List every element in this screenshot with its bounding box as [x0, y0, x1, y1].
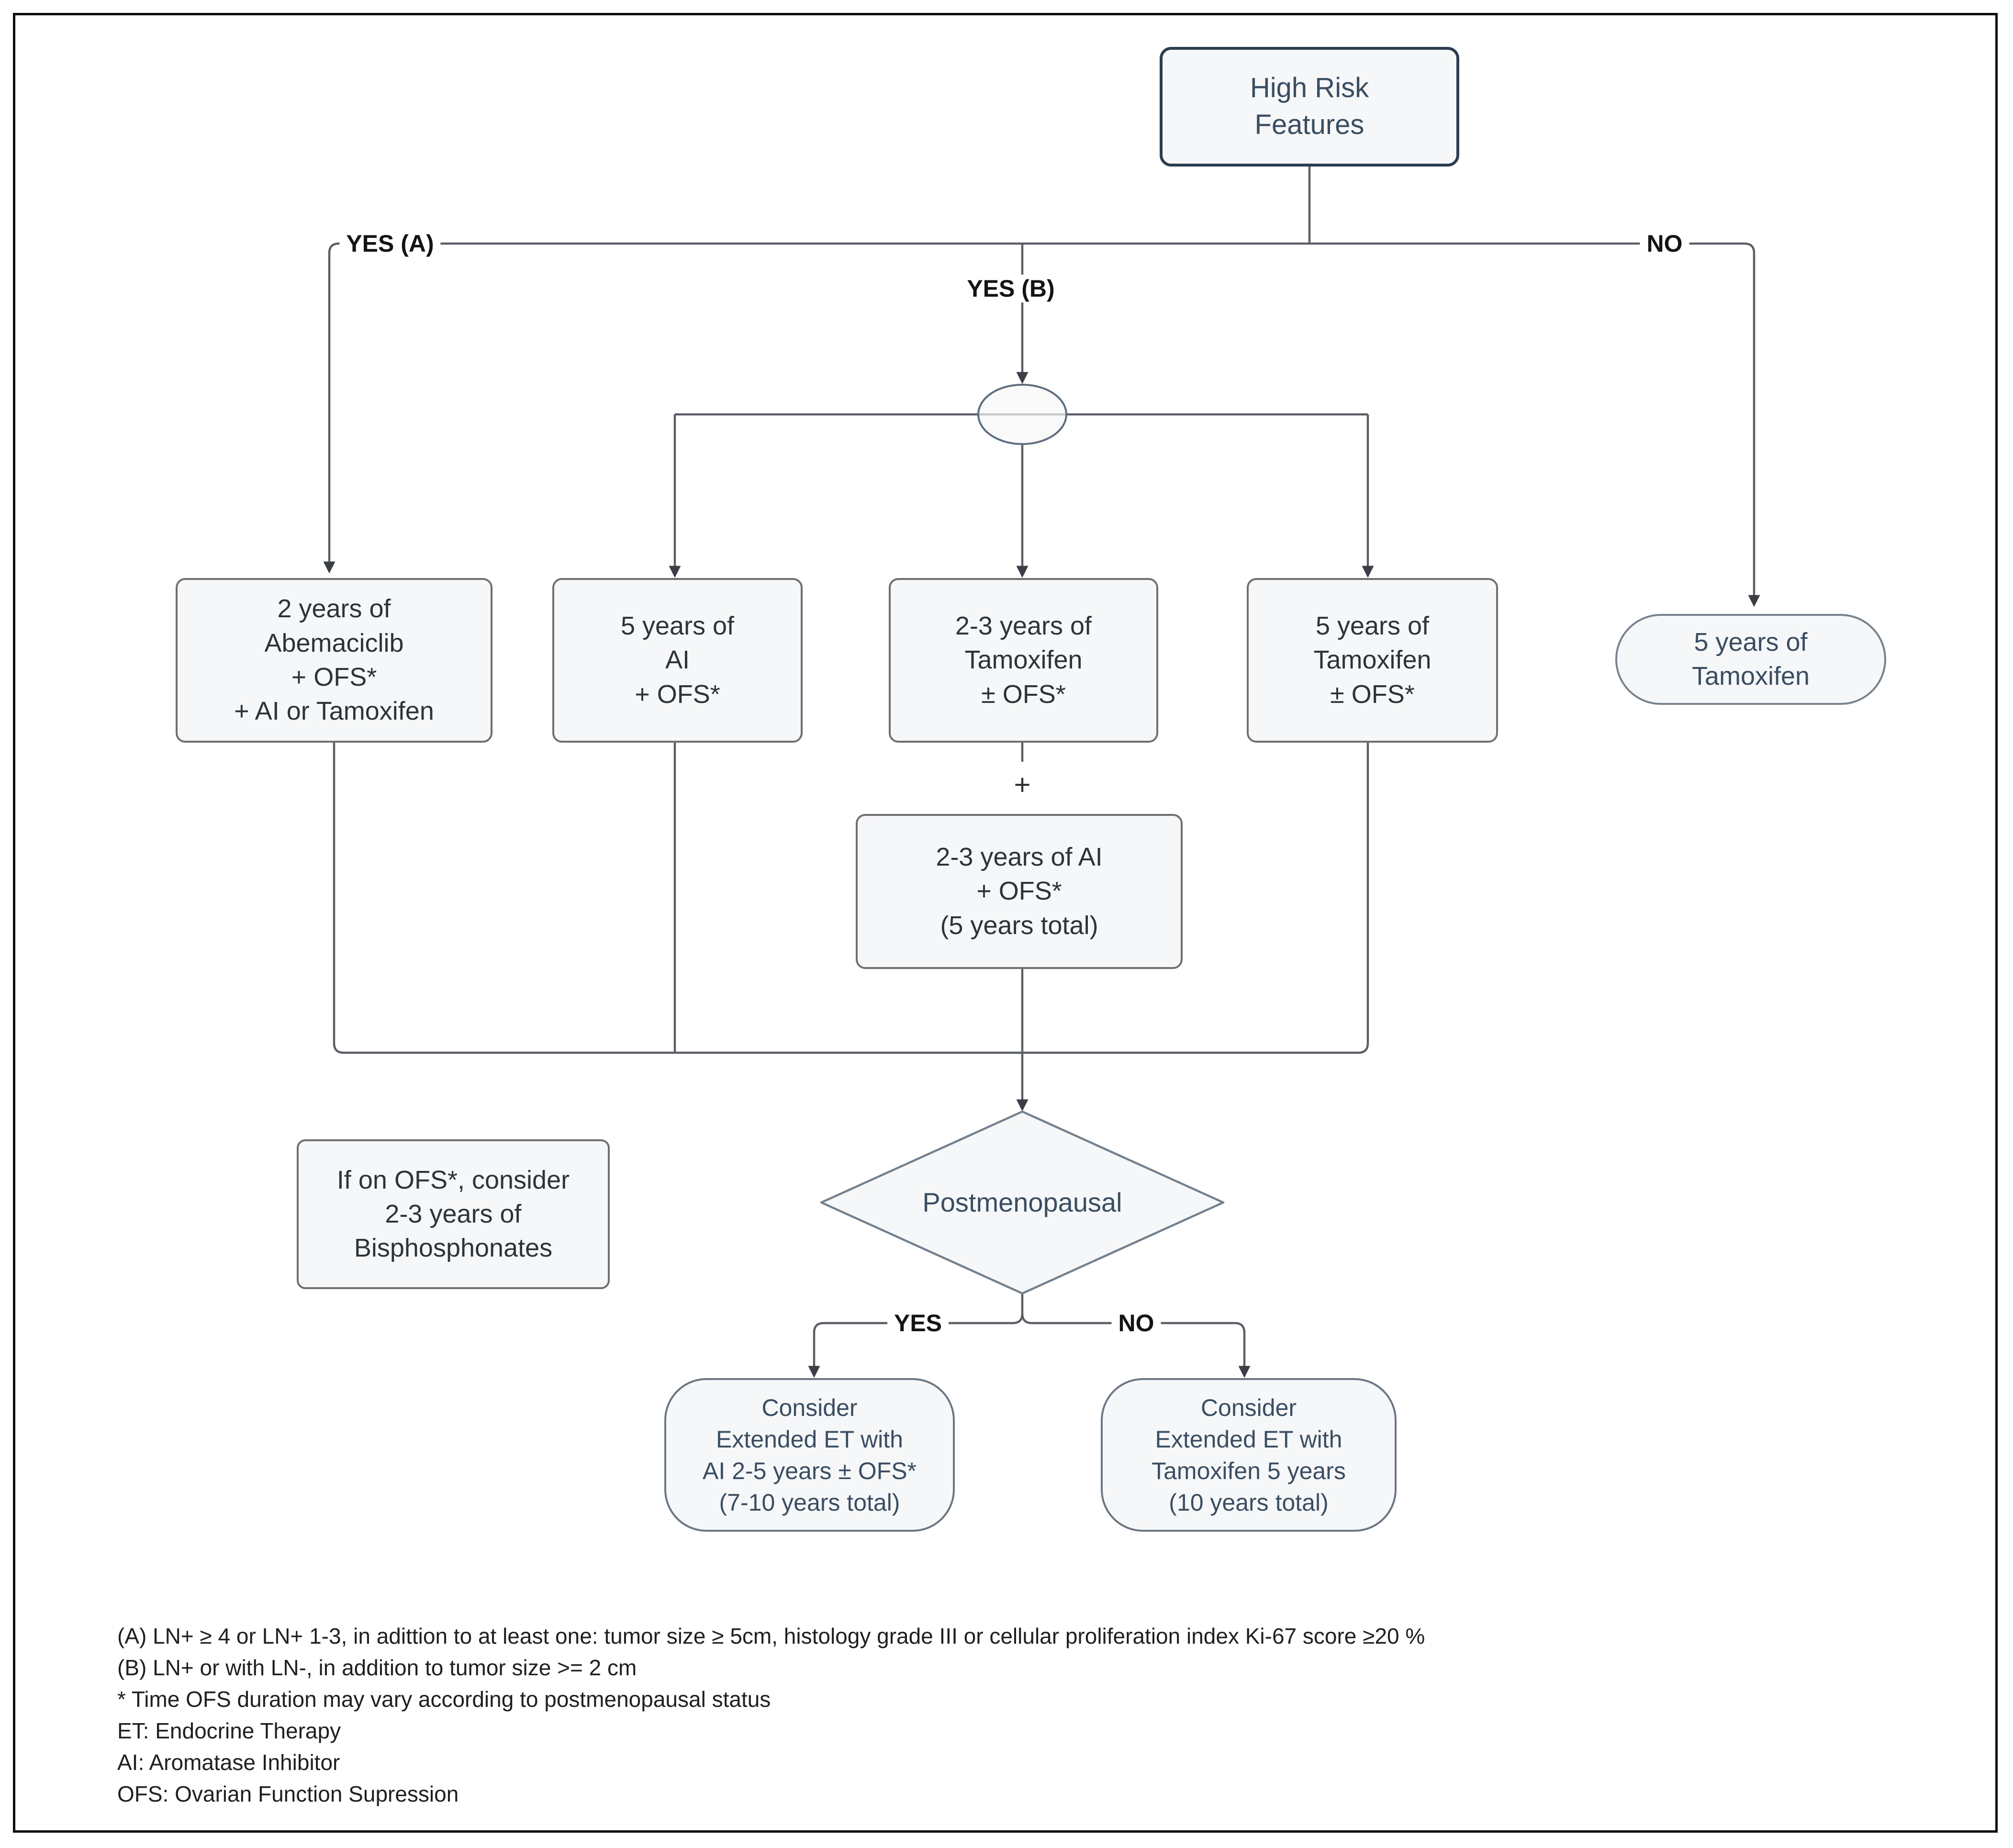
node-line: (10 years total)	[1169, 1489, 1329, 1516]
edge-label-yes-a: YES (A)	[339, 230, 441, 257]
node-line: 5 years of	[1315, 612, 1430, 641]
junction-ellipse	[977, 384, 1067, 445]
edge-branch-bar	[323, 242, 1760, 607]
node-line: (5 years total)	[940, 911, 1098, 940]
node-line: ± OFS*	[981, 679, 1066, 709]
edge-collector	[333, 743, 1369, 1054]
edge-label-no-bottom: NO	[1111, 1309, 1161, 1337]
node-line: ± OFS*	[1330, 679, 1415, 709]
footnotes-block: (A) LN+ ≥ 4 or LN+ 1-3, in adittion to a…	[117, 1620, 1425, 1810]
node-extended-et-tamoxifen: Consider Extended ET with Tamoxifen 5 ye…	[1101, 1378, 1397, 1532]
node-line: Tamoxifen	[1691, 662, 1810, 690]
footnote-et: ET: Endocrine Therapy	[117, 1718, 341, 1743]
node-line: Extended ET with	[1155, 1425, 1342, 1453]
node-line: Tamoxifen	[964, 646, 1083, 675]
node-high-risk-features: High Risk Features	[1160, 47, 1459, 167]
node-2-3-years-tamoxifen: 2-3 years of Tamoxifen ± OFS*	[889, 578, 1158, 743]
node-line: 2 years of	[277, 594, 391, 623]
node-line: AI	[665, 646, 690, 675]
node-line: Bisphosphonates	[354, 1234, 553, 1263]
node-line: + OFS*	[291, 663, 377, 691]
footnote-ai: AI: Aromatase Inhibitor	[117, 1750, 340, 1775]
node-line: Consider	[761, 1394, 858, 1421]
node-line: + OFS*	[635, 679, 720, 709]
footnote-ofs-duration: * Time OFS duration may vary according t…	[117, 1687, 771, 1712]
node-line: If on OFS*, consider	[336, 1165, 570, 1194]
edge-label-yes-b: YES (B)	[960, 275, 1062, 302]
decision-diamond	[820, 1110, 1225, 1295]
node-line: 5 years of	[1694, 627, 1808, 657]
node-line: Postmenopausal	[922, 1187, 1122, 1218]
edge-label-yes-bottom: YES	[887, 1309, 949, 1337]
node-line: (7-10 years total)	[719, 1489, 900, 1516]
figure-border	[13, 13, 1998, 1833]
footnote-b: (B) LN+ or with LN-, in addition to tumo…	[117, 1655, 637, 1680]
footnote-a: (A) LN+ ≥ 4 or LN+ 1-3, in adittion to a…	[117, 1624, 1425, 1648]
node-line: Tamoxifen 5 years	[1152, 1457, 1346, 1484]
node-line: High Risk	[1250, 72, 1369, 104]
edge-label-no-top: NO	[1640, 230, 1689, 257]
plus-connector-label: +	[1009, 768, 1036, 802]
node-line: 5 years of	[620, 612, 735, 641]
edge-diamond-no	[1021, 1313, 1251, 1378]
node-2-3-years-ai-total: 2-3 years of AI + OFS* (5 years total)	[856, 814, 1183, 969]
node-line: Extended ET with	[716, 1425, 903, 1453]
node-line: Abemaciclib	[264, 628, 404, 657]
node-line: Consider	[1200, 1394, 1297, 1421]
node-line: 2-3 years of	[955, 612, 1092, 641]
node-line: 2-3 years of AI	[936, 843, 1103, 872]
node-extended-et-ai: Consider Extended ET with AI 2-5 years ±…	[664, 1378, 955, 1532]
node-line: + OFS*	[976, 877, 1062, 906]
decision-postmenopausal: Postmenopausal	[821, 1112, 1223, 1293]
node-line: AI 2-5 years ± OFS*	[702, 1457, 917, 1484]
node-bisphosphonates-note: If on OFS*, consider 2-3 years of Bispho…	[297, 1139, 610, 1289]
node-line: Tamoxifen	[1313, 646, 1431, 675]
node-abemaciclib: 2 years of Abemaciclib + OFS* + AI or Ta…	[176, 578, 492, 743]
node-5-years-ai: 5 years of AI + OFS*	[552, 578, 803, 743]
node-line: Features	[1254, 109, 1364, 140]
footnote-ofs: OFS: Ovarian Function Supression	[117, 1781, 459, 1806]
node-line: + AI or Tamoxifen	[234, 697, 434, 726]
node-5-years-tamoxifen-terminal: 5 years of Tamoxifen	[1615, 614, 1886, 705]
node-line: 2-3 years of	[385, 1199, 522, 1228]
node-5-years-tamoxifen-ofs: 5 years of Tamoxifen ± OFS*	[1247, 578, 1498, 743]
